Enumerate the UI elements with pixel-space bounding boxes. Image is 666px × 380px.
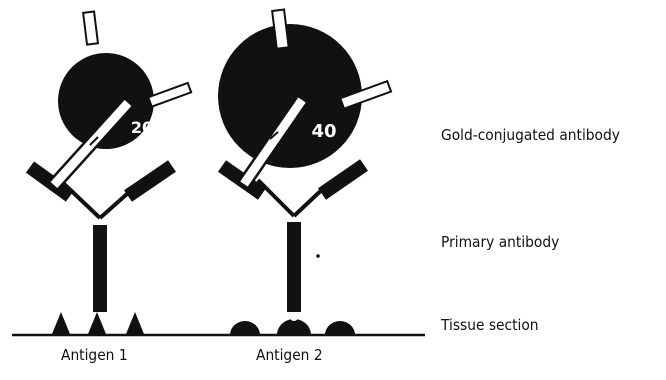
antigen-2-markers [230, 313, 355, 335]
gold-antibody-20-arm-top [83, 12, 98, 45]
primary-antibody-1 [30, 166, 172, 312]
antigen-1-assembly: 20 [30, 12, 191, 334]
label-gold-conjugated-antibody: Gold-conjugated antibody [441, 126, 620, 144]
speck [316, 254, 320, 258]
primary-antibody-1-arm-right [128, 166, 172, 196]
antigen-1-markers [52, 312, 144, 334]
gold-antibody-20: 20 [54, 12, 191, 185]
antigen-2-bump [325, 321, 355, 335]
primary-antibody-2 [222, 165, 364, 312]
antigen-2-assembly: 40 [218, 10, 391, 335]
antigen-1-triangle [52, 312, 70, 334]
primary-antibody-2-arm-right [322, 165, 364, 194]
antigen-2-bump [277, 319, 311, 335]
label-tissue-section: Tissue section [441, 316, 539, 334]
antigen-1-triangle [88, 312, 106, 334]
antigen-2-bump [230, 321, 260, 335]
label-antigen-1: Antigen 1 [61, 346, 128, 364]
gold-antibody-20-arm-right [148, 83, 191, 107]
gold-particle-40 [218, 24, 362, 168]
label-primary-antibody: Primary antibody [441, 233, 559, 251]
label-antigen-2: Antigen 2 [256, 346, 323, 364]
gold-size-label-40: 40 [311, 121, 336, 142]
gold-size-label-20: 20 [131, 118, 153, 137]
antigen-1-triangle [126, 312, 144, 334]
antigen-2-white-dot [290, 313, 298, 321]
gold-antibody-40: 40 [218, 10, 391, 184]
primary-antibody-2-hinge-left [258, 180, 294, 216]
